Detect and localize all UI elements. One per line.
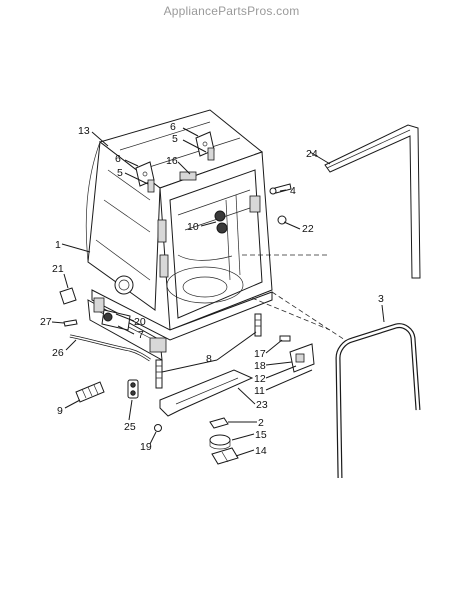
screw-17 (279, 335, 291, 342)
callout-25: 25 (124, 421, 136, 433)
leader-lines (51, 127, 385, 457)
callout-21: 21 (52, 263, 64, 275)
bracket-part (159, 369, 254, 417)
callout-5a: 5 (172, 133, 178, 145)
float-part (209, 434, 231, 450)
leveling-leg-right (254, 313, 262, 337)
callout-labels: 13 6 5 16 6 5 10 24 4 22 1 21 27 26 20 7… (40, 121, 384, 457)
callout-22: 22 (302, 223, 314, 235)
callout-20: 20 (134, 316, 146, 328)
callout-18: 18 (254, 360, 266, 372)
bearing-part (214, 210, 228, 234)
callout-9: 9 (57, 405, 63, 417)
hose-part (69, 334, 151, 362)
vent-part (179, 171, 197, 181)
callout-6b: 6 (115, 153, 121, 165)
callout-13: 13 (78, 125, 90, 137)
callout-19: 19 (140, 441, 152, 453)
sensor-plate (209, 417, 229, 429)
callout-8: 8 (206, 353, 212, 365)
callout-10: 10 (187, 221, 199, 233)
callout-27: 27 (40, 316, 52, 328)
callout-26: 26 (52, 347, 64, 359)
screw-part (269, 183, 292, 195)
tub-gasket (335, 323, 421, 479)
leveling-leg-left (155, 359, 163, 389)
spring-part (75, 381, 105, 403)
clip-part (59, 287, 77, 305)
callout-2: 2 (258, 417, 264, 429)
callout-23: 23 (256, 399, 268, 411)
tub-assembly (85, 109, 273, 341)
watermark: AppliancePartsPros.com (163, 4, 300, 18)
callout-17: 17 (254, 348, 266, 360)
callout-16: 16 (166, 155, 178, 167)
bracket-18 (289, 343, 315, 373)
pin-part (63, 319, 78, 327)
callout-15: 15 (255, 429, 267, 441)
float-bracket (211, 447, 239, 465)
callout-5b: 5 (117, 167, 123, 179)
callout-4: 4 (290, 185, 296, 197)
callout-1: 1 (55, 239, 61, 251)
callout-6a: 6 (170, 121, 176, 133)
callout-14: 14 (255, 445, 267, 457)
hinge-bracket-top-right (195, 131, 215, 161)
screw-19 (154, 424, 162, 432)
alignment-lines (242, 254, 346, 341)
callout-12: 12 (254, 373, 266, 385)
callout-24: 24 (306, 148, 318, 160)
callout-11: 11 (254, 385, 265, 397)
spacer-part (127, 379, 139, 399)
callout-3: 3 (378, 293, 384, 305)
door-gasket-top (324, 124, 421, 279)
callout-7: 7 (138, 329, 144, 341)
